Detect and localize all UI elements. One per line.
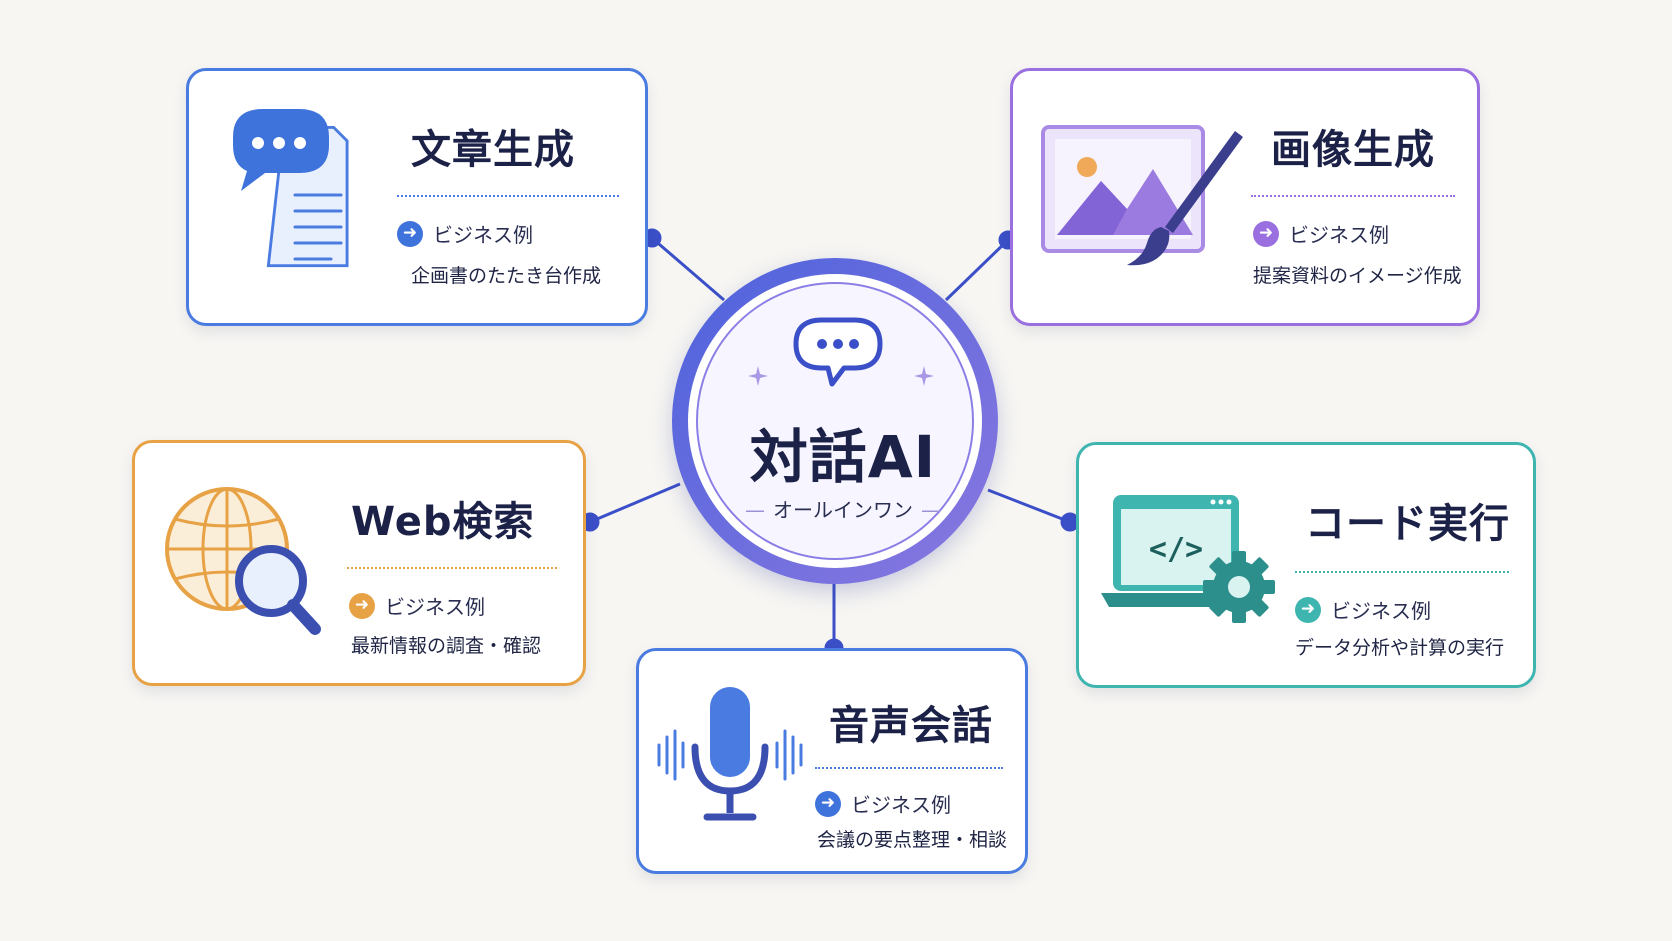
arrow-right-icon: ➜	[397, 220, 423, 247]
connector-code-exec	[987, 488, 1071, 524]
arrow-right-icon: ➜	[1295, 596, 1321, 623]
example-text: データ分析や計算の実行	[1295, 637, 1505, 659]
arrow-right-icon: ➜	[815, 790, 841, 817]
divider	[1251, 195, 1455, 197]
example-text: 企画書のたたき台作成	[411, 265, 602, 287]
card-web-search: Web検索 ➜ ビジネス例 最新情報の調査・確認	[132, 440, 586, 686]
dash-left: —	[745, 498, 765, 522]
divider	[397, 195, 619, 197]
dash-right: —	[921, 498, 941, 522]
microphone-wave-icon	[657, 687, 803, 821]
sparkle-icon	[914, 366, 934, 386]
hub-subtitle: オールインワン	[773, 498, 913, 522]
card-image-generation: 画像生成 ➜ ビジネス例 提案資料のイメージ作成	[1010, 68, 1480, 326]
laptop-code-gear-icon: </>	[1101, 495, 1275, 623]
card-title: 音声会話	[829, 703, 993, 749]
card-title: コード実行	[1305, 501, 1510, 547]
divider	[1295, 571, 1509, 573]
svg-text:</>: </>	[1149, 532, 1203, 567]
globe-search-icon	[165, 487, 321, 635]
example-text: 会議の要点整理・相談	[817, 829, 1008, 851]
hub-inner: 対話AI — オールインワン —	[688, 274, 982, 568]
connector-text-gen	[651, 236, 725, 302]
connector-image-gen	[944, 238, 1010, 302]
center-hub: 対話AI — オールインワン —	[672, 258, 998, 584]
example-label-row: ➜ ビジネス例	[397, 219, 533, 248]
card-title: Web検索	[351, 499, 535, 545]
arrow-right-icon: ➜	[1253, 220, 1279, 247]
example-text: 提案資料のイメージ作成	[1253, 265, 1462, 287]
example-text: 最新情報の調査・確認	[351, 635, 542, 657]
arrow-right-icon: ➜	[349, 592, 375, 619]
example-label: ビジネス例	[1289, 223, 1389, 247]
hub-ring: 対話AI — オールインワン —	[696, 282, 974, 560]
example-label-row: ➜ ビジネス例	[1253, 219, 1389, 248]
hub-chat-bubble-icon	[793, 317, 883, 387]
example-label: ビジネス例	[385, 595, 485, 619]
card-text-generation: 文章生成 ➜ ビジネス例 企画書のたたき台作成	[186, 68, 648, 326]
example-label: ビジネス例	[433, 223, 533, 247]
card-code-execution: </> コード実行 ➜ ビジネス例	[1076, 442, 1536, 688]
card-title: 画像生成	[1271, 127, 1435, 173]
example-label: ビジネス例	[1331, 599, 1431, 623]
chat-document-icon	[233, 109, 349, 268]
card-title: 文章生成	[411, 127, 575, 173]
example-label-row: ➜ ビジネス例	[1295, 595, 1431, 624]
hub-title: 対話AI	[749, 423, 937, 491]
connector-web-search	[589, 482, 681, 524]
sparkle-icon	[748, 366, 768, 386]
divider	[815, 767, 1003, 769]
picture-brush-icon	[1041, 125, 1243, 266]
card-voice-conversation: 音声会話 ➜ ビジネス例 会議の要点整理・相談	[636, 648, 1028, 874]
divider	[347, 567, 557, 569]
example-label-row: ➜ ビジネス例	[815, 789, 951, 818]
example-label: ビジネス例	[851, 793, 951, 817]
hub-subtitle-row: — オールインワン —	[698, 494, 988, 523]
example-label-row: ➜ ビジネス例	[349, 591, 485, 620]
